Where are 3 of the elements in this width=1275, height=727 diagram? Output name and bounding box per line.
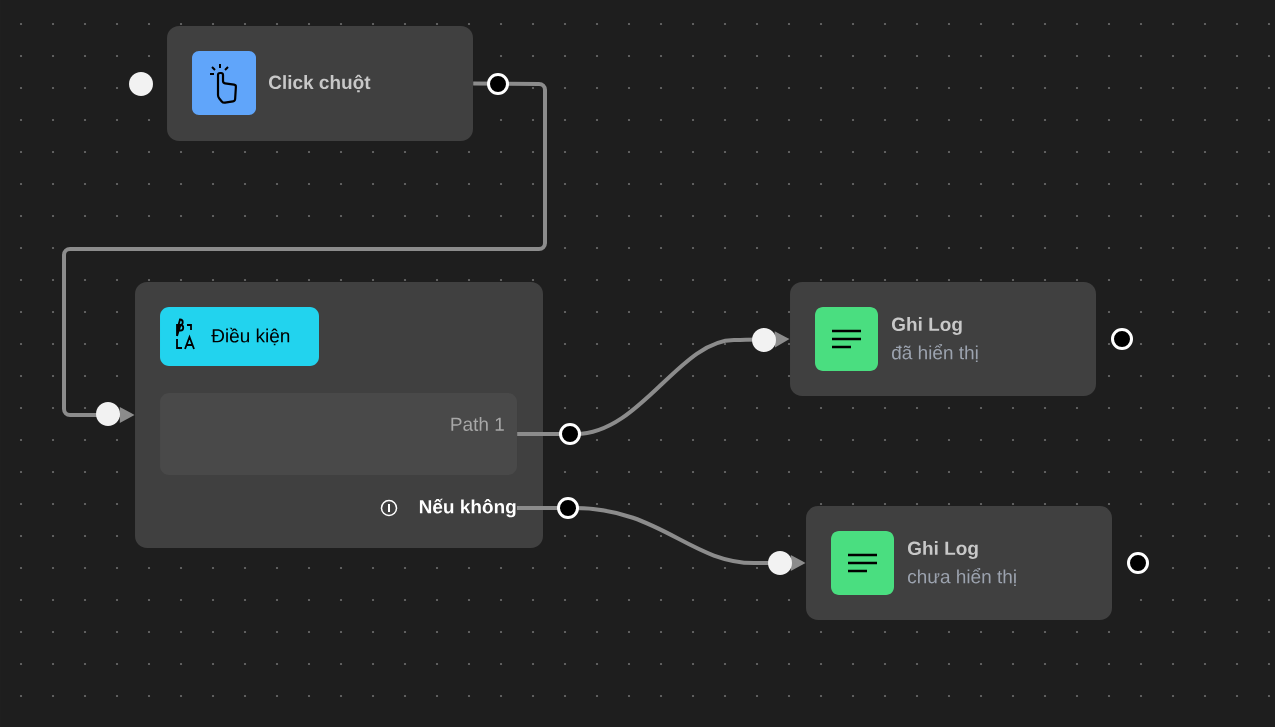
condition-badge: Điều kiện <box>160 307 319 366</box>
else-label: Nếu không <box>419 498 516 518</box>
path-panel: Path 1 <box>160 393 517 475</box>
